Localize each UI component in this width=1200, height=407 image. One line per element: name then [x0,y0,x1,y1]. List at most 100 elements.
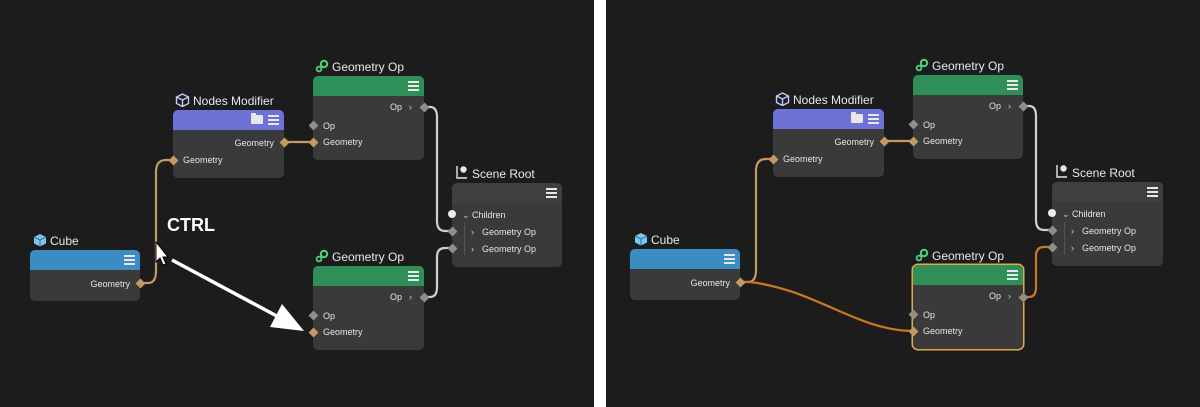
port-label: Geometry Op [1082,226,1137,236]
drag-arrow-line [171,258,289,324]
cube-node[interactable]: Geometry [630,249,740,300]
menu-icon[interactable] [1007,270,1018,280]
menu-icon[interactable] [1007,80,1018,90]
port-label: Geometry Op [1082,243,1137,253]
wire-cube-to-modifier [740,157,774,284]
cube-icon [33,234,47,247]
port-label: Geometry [183,155,223,165]
port-label: Op [389,102,402,112]
node-header[interactable] [313,266,424,286]
chevron-right-icon: › [409,292,412,302]
ctrl-annotation: CTRL [167,215,215,235]
port-label: Geometry [923,136,963,146]
nodes-modifier-node[interactable]: Geometry Geometry [173,110,284,178]
right-panel: Nodes Modifier Geometry Geometry Geometr… [606,0,1200,407]
chevron-down-icon[interactable]: ⌄ [1062,209,1070,219]
port-label: Geometry [323,327,363,337]
port-label: Geometry Op [482,227,537,237]
menu-icon[interactable] [868,114,879,124]
chevron-right-icon[interactable]: › [1071,226,1074,236]
scene-root-node[interactable]: ⌄ Children › Geometry Op › Geometry Op [452,183,562,267]
wire-cube-to-bottom-op [740,280,913,333]
menu-icon[interactable] [1147,187,1158,197]
port-label: Op [923,120,936,130]
tree-guide-line [464,223,465,255]
node-header[interactable] [913,75,1023,95]
port-label: Geometry [323,137,363,147]
wire-top-op-to-scene-root [424,105,451,233]
geometry-op-node-top[interactable]: Op › Op Geometry [913,75,1023,159]
geometry-op-title: Geometry Op [915,58,1004,74]
geometry-op-title: Geometry Op [915,248,1004,264]
menu-icon[interactable] [408,271,419,281]
port-label: Geometry [783,154,823,164]
scene-root-title: Scene Root [455,165,535,181]
menu-icon[interactable] [408,81,419,91]
port-label: Op [988,101,1001,111]
mouse-cursor-icon [155,240,170,266]
menu-icon[interactable] [124,255,135,265]
cube-title: Cube [634,232,680,248]
geometry-op-title: Geometry Op [315,59,404,75]
nodes-modifier-title: Nodes Modifier [775,92,874,108]
gears-icon [315,249,329,263]
chevron-right-icon: › [409,102,412,112]
chevron-right-icon[interactable]: › [471,227,474,237]
children-socket[interactable] [448,210,456,218]
cube-outline-icon [775,92,790,106]
chevron-right-icon: › [1008,291,1011,301]
geometry-op-node-top[interactable]: Op › Op Geometry [313,76,424,160]
port-label: Op [323,121,336,131]
drag-arrow-head [270,304,304,331]
gears-icon [315,59,329,73]
geometry-op-node-bottom[interactable]: Op › Op Geometry [913,265,1023,349]
gears-icon [915,58,929,72]
port-label: Op [323,311,336,321]
port-label: Geometry [234,138,274,148]
gears-icon [915,248,929,262]
scene-root-icon [1056,165,1067,178]
scene-root-node[interactable]: ⌄ Children › Geometry Op › Geometry Op [1052,182,1163,266]
node-header[interactable] [630,249,740,269]
cube-title: Cube [33,233,79,249]
port-label: Geometry [834,137,874,147]
port-label: Op [988,291,1001,301]
tree-guide-line [1064,222,1065,254]
cube-icon [634,233,648,246]
node-header[interactable] [452,183,562,203]
node-header[interactable] [913,265,1023,285]
chevron-right-icon: › [1008,101,1011,111]
port-label: Children [472,210,506,220]
scene-root-icon [456,166,467,179]
folder-icon[interactable] [251,113,263,124]
menu-icon[interactable] [724,254,735,264]
cube-outline-icon [175,93,190,107]
geometry-op-title: Geometry Op [315,249,404,265]
port-label: Op [923,310,936,320]
wire-top-op-to-scene-root [1023,104,1051,232]
port-label: Op [389,292,402,302]
children-socket[interactable] [1048,209,1056,217]
node-header[interactable] [313,76,424,96]
chevron-right-icon[interactable]: › [471,244,474,254]
wire-bottom-op-to-scene-root [424,246,451,299]
port-label: Geometry [690,278,730,288]
nodes-modifier-node[interactable]: Geometry Geometry [773,109,884,177]
node-header[interactable] [30,250,140,270]
port-label: Children [1072,209,1106,219]
port-label: Geometry Op [482,244,537,254]
scene-root-title: Scene Root [1055,164,1135,180]
menu-icon[interactable] [546,188,557,198]
chevron-down-icon[interactable]: ⌄ [462,210,470,220]
menu-icon[interactable] [268,115,279,125]
port-label: Geometry [90,279,130,289]
port-label: Geometry [923,326,963,336]
cube-node[interactable]: Geometry [30,250,140,301]
nodes-modifier-title: Nodes Modifier [175,93,274,109]
folder-icon[interactable] [851,112,863,123]
chevron-right-icon[interactable]: › [1071,243,1074,253]
geometry-op-node-bottom[interactable]: Op › Op Geometry [313,266,424,350]
wire-bottom-op-to-scene-root [1023,245,1051,299]
left-panel: Nodes Modifier Geometry Geometry Geometr… [0,0,594,407]
node-header[interactable] [1052,182,1163,202]
